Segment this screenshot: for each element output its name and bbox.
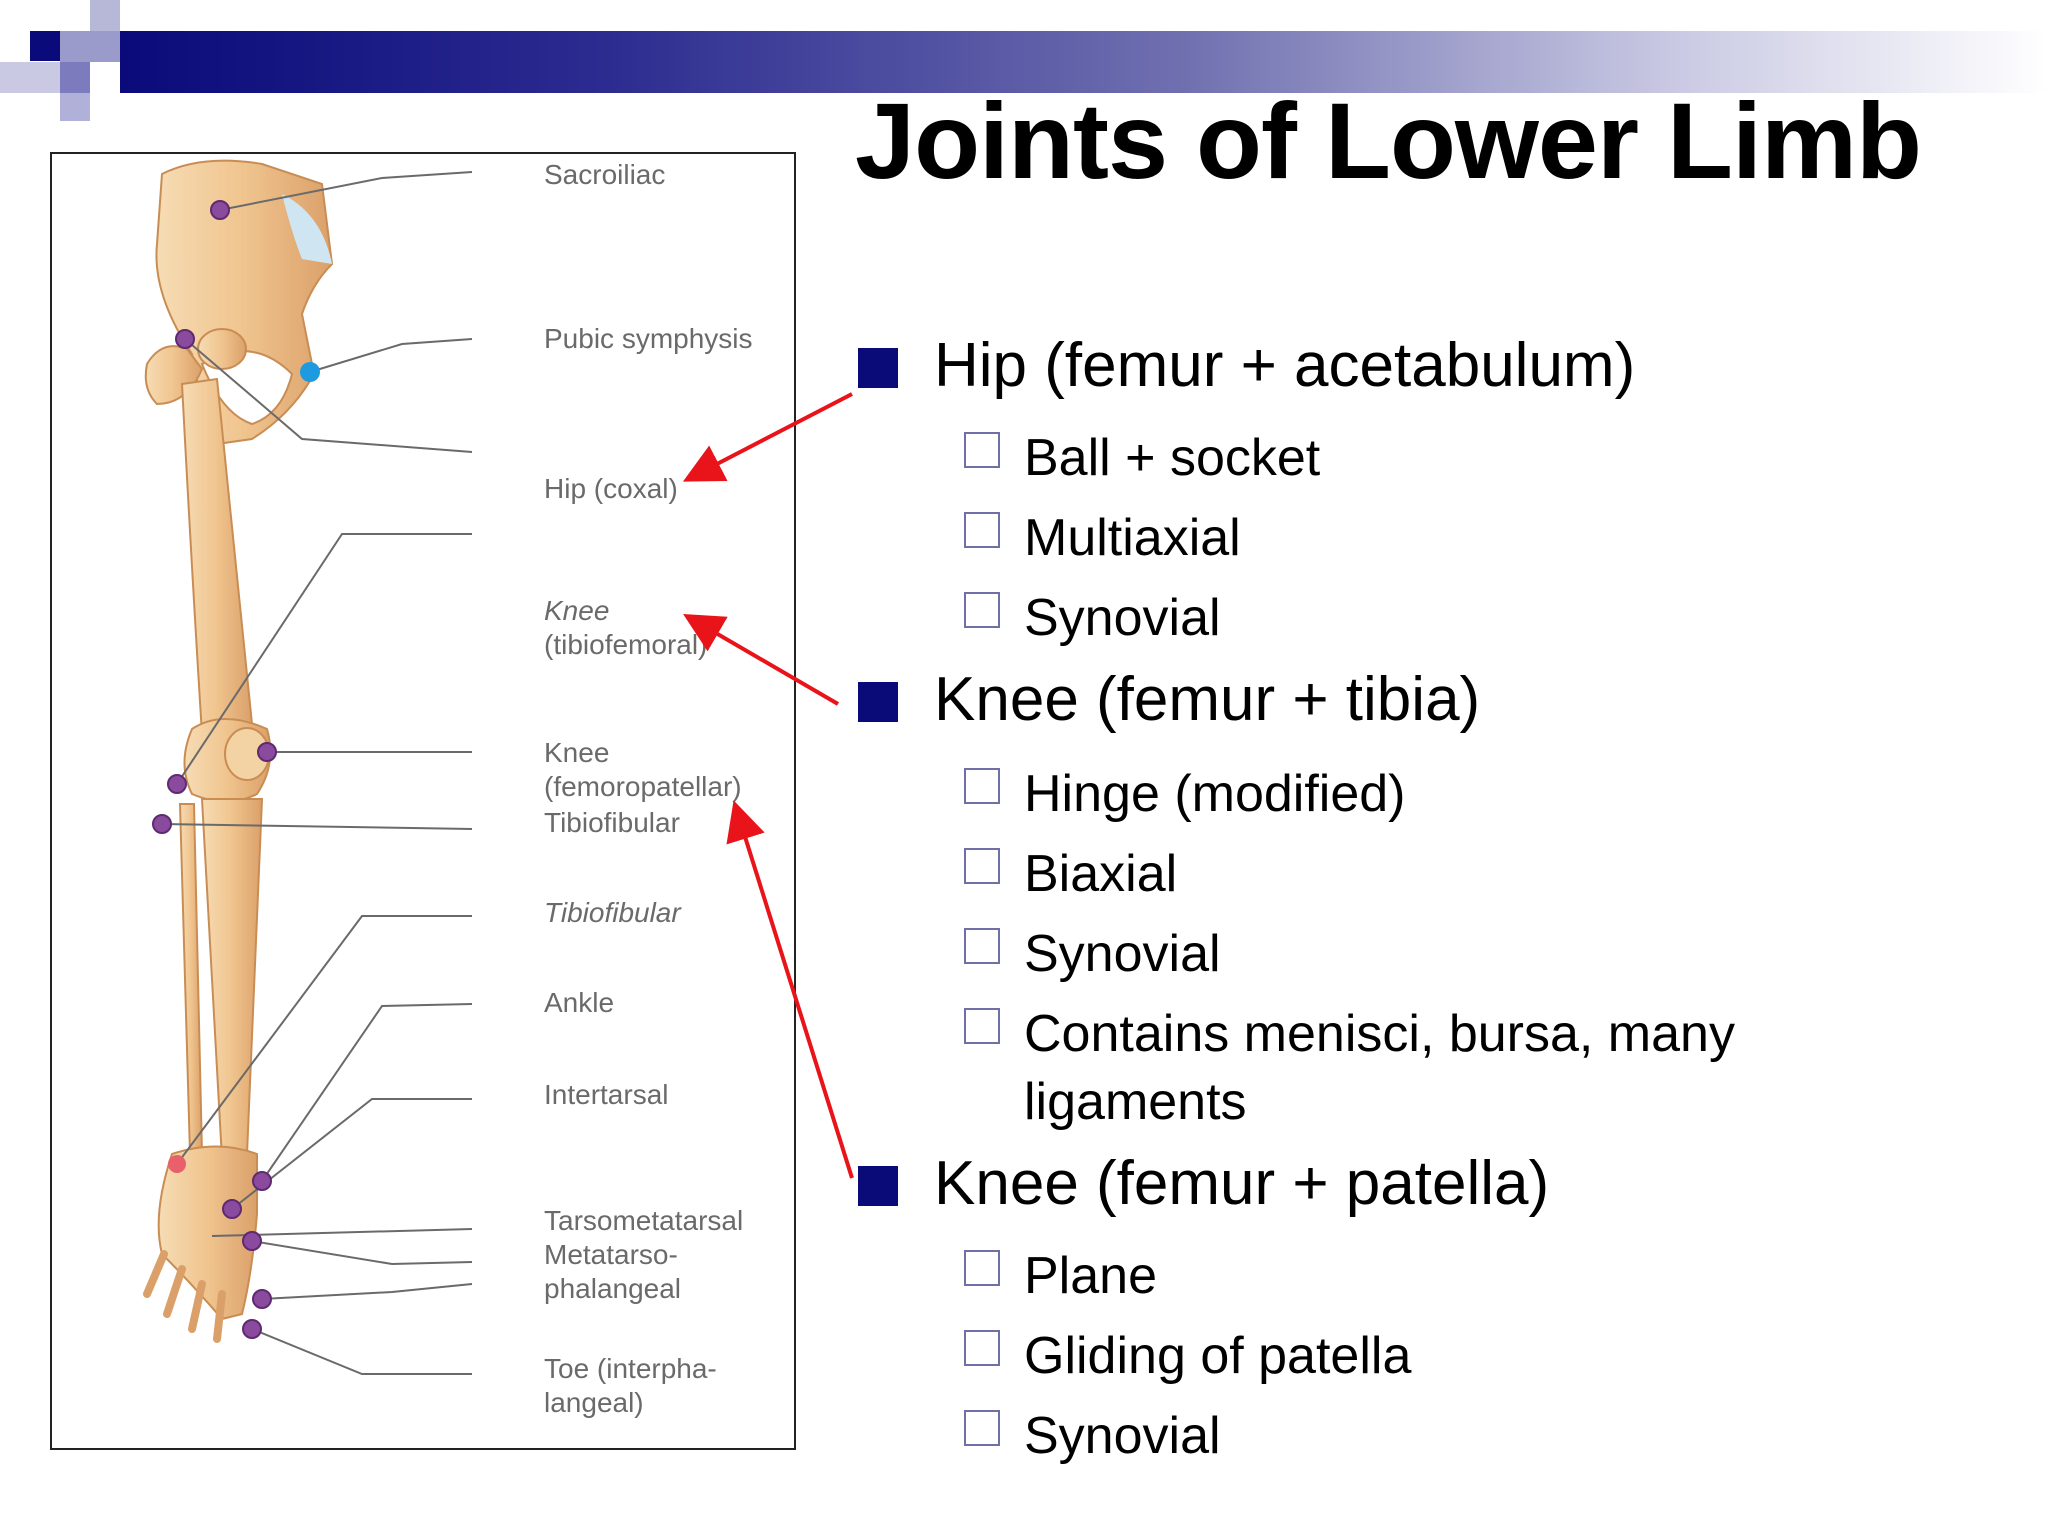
header-decoration-square	[60, 93, 90, 121]
joint-label-tibiofibular-lower: Tibiofibular	[544, 897, 681, 928]
joint-label-pubic-symphysis: Pubic symphysis	[544, 323, 753, 354]
hollow-square-bullet-icon	[964, 1008, 1000, 1044]
joint-label-toe: Toe (interpha-	[544, 1353, 717, 1384]
skeleton-illustration	[143, 159, 473, 1375]
header-decoration-square	[0, 62, 60, 93]
bullet-label: Knee (femur + patella)	[934, 1149, 1550, 1218]
joint-label-metatarsophalangeal-sub: phalangeal	[544, 1273, 682, 1304]
joint-label-tarsometatarsal: Tarsometatarsal	[544, 1205, 744, 1236]
joint-label-knee-femoropatellar-sub: (femoropatellar)	[544, 771, 742, 802]
header-decoration-square	[60, 31, 120, 62]
joint-label-metatarsophalangeal: Metatarso-	[544, 1239, 678, 1270]
square-bullet-icon	[858, 348, 898, 388]
square-bullet-icon	[858, 1166, 898, 1206]
slide-title: Joints of Lower Limb	[855, 80, 1922, 201]
sub-bullet-text: Synovial	[1024, 925, 1221, 983]
joint-label-intertarsal: Intertarsal	[544, 1079, 669, 1110]
hollow-square-bullet-icon	[964, 1250, 1000, 1286]
sub-bullet-text: Contains menisci, bursa, many	[1024, 1005, 1735, 1063]
header-decoration-square	[30, 31, 60, 61]
joint-label-hip: Hip (coxal)	[544, 473, 678, 504]
hollow-square-bullet-icon	[964, 1410, 1000, 1446]
sub-bullet-text: Plane	[1024, 1247, 1157, 1305]
sub-bullet-text: Ball + socket	[1024, 429, 1321, 487]
hollow-square-bullet-icon	[964, 1330, 1000, 1366]
header-gradient-bar	[120, 31, 2048, 93]
hollow-square-bullet-icon	[964, 768, 1000, 804]
sub-bullet-text: Biaxial	[1024, 845, 1178, 903]
joint-label-sacroiliac: Sacroiliac	[544, 159, 666, 190]
square-bullet-icon	[858, 682, 898, 722]
joint-label-knee-tibiofemoral-sub: (tibiofemoral)	[544, 629, 708, 660]
hollow-square-bullet-icon	[964, 928, 1000, 964]
lower-limb-skeleton-figure: Sacroiliac Pubic symphysis Hip (coxal) K…	[50, 152, 796, 1450]
hollow-square-bullet-icon	[964, 848, 1000, 884]
sub-bullet-text: Gliding of patella	[1024, 1327, 1412, 1385]
sub-bullet-text: Multiaxial	[1024, 509, 1241, 567]
joint-label-knee-femoropatellar: Knee	[544, 737, 610, 768]
hollow-square-bullet-icon	[964, 512, 1000, 548]
bullet-label: Knee (femur + tibia)	[934, 665, 1481, 734]
hollow-square-bullet-icon	[964, 592, 1000, 628]
sub-bullet-text: ligaments	[1024, 1073, 1247, 1131]
joint-label-knee-tibiofemoral: Knee	[544, 595, 610, 626]
sub-bullet-text: Hinge (modified)	[1024, 765, 1406, 823]
header-decoration-square	[90, 0, 120, 31]
sub-bullet-text: Synovial	[1024, 589, 1221, 647]
hollow-square-bullet-icon	[964, 432, 1000, 468]
header-decoration-square	[60, 62, 90, 93]
bullet-label: Hip (femur + acetabulum)	[934, 331, 1636, 400]
joint-label-ankle: Ankle	[544, 987, 615, 1018]
joint-label-toe-sub: langeal)	[544, 1387, 644, 1418]
sub-bullet-text: Synovial	[1024, 1407, 1221, 1465]
joint-label-tibiofibular-upper: Tibiofibular	[544, 807, 680, 838]
